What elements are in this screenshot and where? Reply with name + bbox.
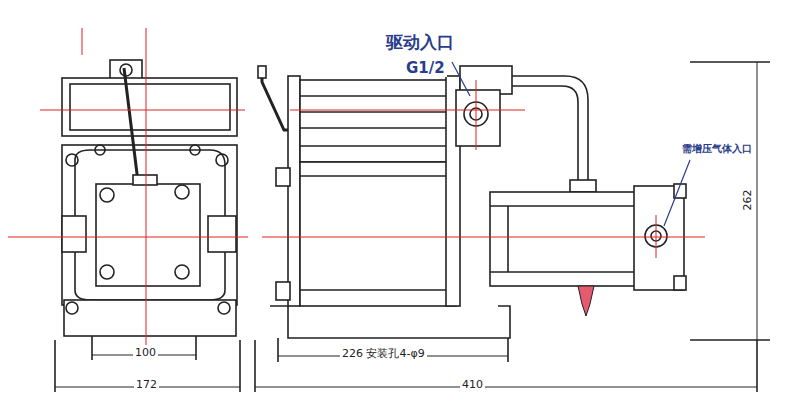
callout-label: G1/2 — [404, 60, 447, 77]
dimension-label: 226 安装孔4-φ9 — [340, 348, 427, 360]
dimension-label: 172 — [134, 379, 159, 391]
callout-label: 驱动入口 — [384, 33, 456, 52]
callout-label: 需增压气体入口 — [680, 143, 754, 154]
dimension-label: 410 — [460, 379, 485, 391]
dimension-label: 262 — [742, 188, 754, 213]
dimension-label: 100 — [133, 347, 158, 359]
